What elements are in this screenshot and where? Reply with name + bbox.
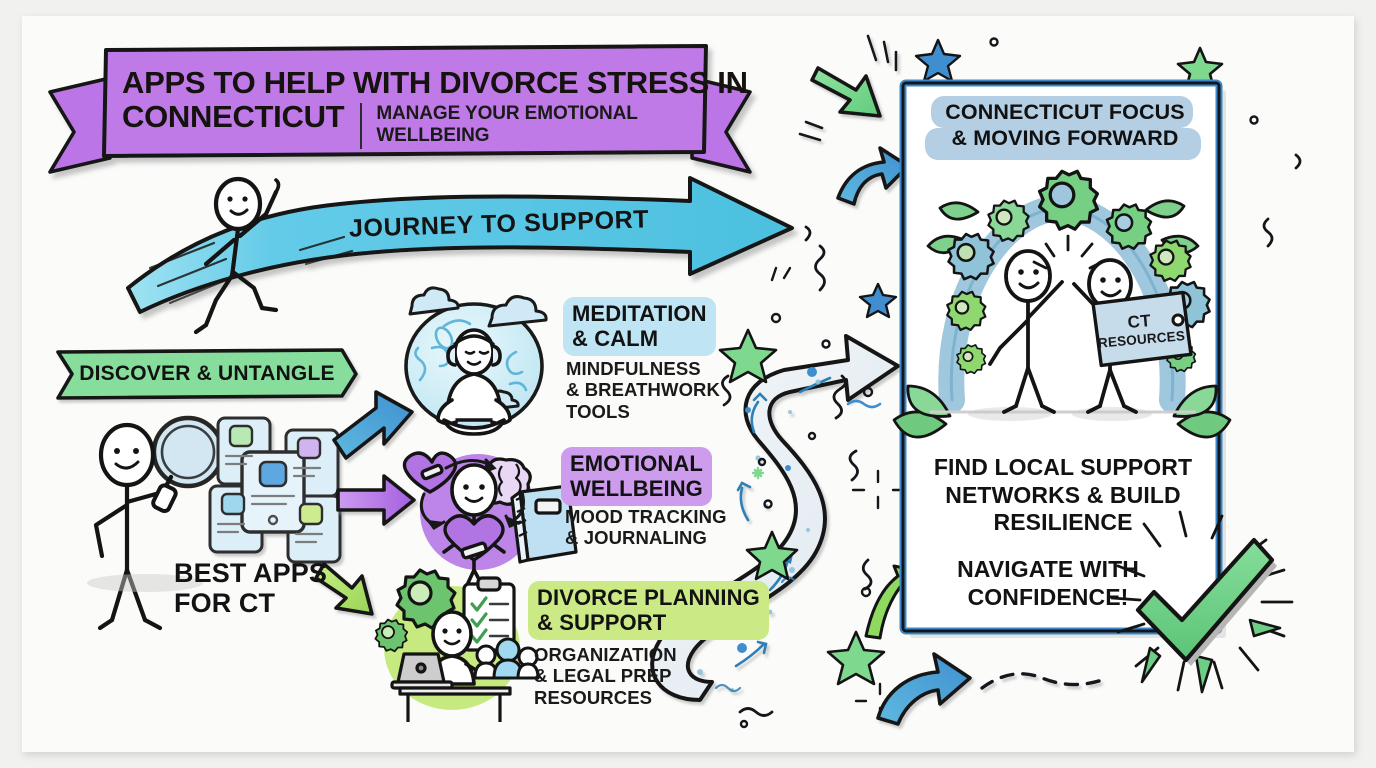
panel-heading-line-2: & MOVING FORWARD [951, 126, 1179, 151]
feature-planning-title-l2: & SUPPORT [537, 610, 667, 636]
decor-stars-squiggles [718, 37, 1302, 729]
panel-heading-line-1: CONNECTICUT FOCUS [945, 100, 1185, 124]
feature-emotional-subtitle: MOOD TRACKING & JOURNALING [565, 506, 727, 549]
panel-body-second: NAVIGATE WITH CONFIDENCE! [913, 556, 1183, 611]
arrow-blue-up-right [332, 390, 414, 460]
title-ribbon-shape [48, 44, 752, 174]
arrow-green-down-right-top [798, 34, 898, 142]
feature-planning-sub-l2: & LEGAL PREP [534, 665, 672, 687]
feature-planning-subtitle: ORGANIZATION & LEGAL PREP RESOURCES [534, 644, 677, 708]
panel-body1-line-2: NETWORKS & BUILD [945, 481, 1181, 508]
person-with-magnifier-icon [87, 422, 203, 631]
feature-planning-title-l1: DIVORCE PLANNING [537, 585, 760, 610]
arrow-blue-curve-right [876, 652, 1104, 726]
divorce-planning-icon [374, 568, 540, 722]
emotional-wellbeing-icon [402, 451, 578, 598]
app-tiles-icon [208, 416, 342, 564]
journey-arrow-label: JOURNEY TO SUPPORT [348, 205, 650, 243]
meditation-icon [404, 286, 548, 436]
feature-meditation-title-l1: MEDITATION [572, 301, 707, 326]
title-line-1: APPS TO HELP WITH DIVORCE STRESS IN [122, 64, 748, 100]
feature-emotional-title-l1: EMOTIONAL [570, 451, 703, 476]
feature-planning-title: DIVORCE PLANNING & SUPPORT [528, 581, 769, 641]
feature-meditation-title-l2: & CALM [572, 326, 659, 352]
discover-banner-label: DISCOVER & UNTANGLE [79, 362, 335, 386]
running-person-icon [193, 176, 281, 335]
best-apps-caption: BEST APPS FOR CT [174, 558, 327, 618]
ct-resources-sign-text: CT RESOURCES [1096, 308, 1185, 351]
feature-planning-sub-l3: RESOURCES [534, 686, 653, 708]
discover-banner: DISCOVER & UNTANGLE [58, 352, 356, 396]
panel-body1-line-1: FIND LOCAL SUPPORT [933, 454, 1193, 480]
ct-resources-sign [1091, 290, 1193, 368]
feature-meditation-subtitle: MINDFULNESS & BREATHWORK TOOLS [566, 358, 720, 422]
feature-meditation-title: MEDITATION & CALM [563, 297, 716, 357]
feature-emotional-title: EMOTIONAL WELLBEING [561, 447, 712, 507]
feature-meditation-sub-l3: TOOLS [566, 400, 630, 422]
panel-body2-line-2: CONFIDENCE! [967, 583, 1129, 610]
magnifier-icon [151, 415, 225, 514]
panel-body-first: FIND LOCAL SUPPORT NETWORKS & BUILD RESI… [913, 454, 1213, 537]
discover-banner-shape [56, 348, 358, 400]
feature-emotional-title-l2: WELLBEING [570, 476, 703, 502]
panel-body2-line-1: NAVIGATE WITH [957, 556, 1139, 582]
title-divider [360, 103, 363, 150]
arrow-purple-right [336, 474, 416, 526]
feature-meditation-sub-l2: & BREATHWORK [566, 379, 720, 401]
journey-arrow-shape [126, 176, 794, 314]
feature-meditation-sub-l1: MINDFULNESS [566, 358, 701, 379]
feature-emotional-sub-l2: & JOURNALING [565, 527, 708, 549]
panel-heading-highlight [925, 96, 1201, 160]
title-line-2: CONNECTICUT [122, 99, 345, 135]
panel-body1-line-3: RESILIENCE [993, 509, 1133, 536]
gear-arch-illustration [892, 169, 1232, 439]
title-banner: APPS TO HELP WITH DIVORCE STRESS IN CONN… [50, 44, 750, 172]
right-panel: CONNECTICUT FOCUS & MOVING FORWARD FIND … [903, 83, 1223, 636]
feature-emotional-sub-l1: MOOD TRACKING [565, 506, 727, 527]
title-subtitle: MANAGE YOUR EMOTIONAL WELLBEING [376, 103, 638, 146]
green-checkmark-icon [1110, 510, 1294, 694]
arrow-green-down-right [314, 562, 374, 616]
panel-heading: CONNECTICUT FOCUS & MOVING FORWARD [919, 99, 1211, 151]
feature-planning-sub-l1: ORGANIZATION [534, 644, 677, 665]
best-apps-line-1: BEST APPS [174, 558, 327, 588]
best-apps-line-2: FOR CT [174, 588, 276, 619]
